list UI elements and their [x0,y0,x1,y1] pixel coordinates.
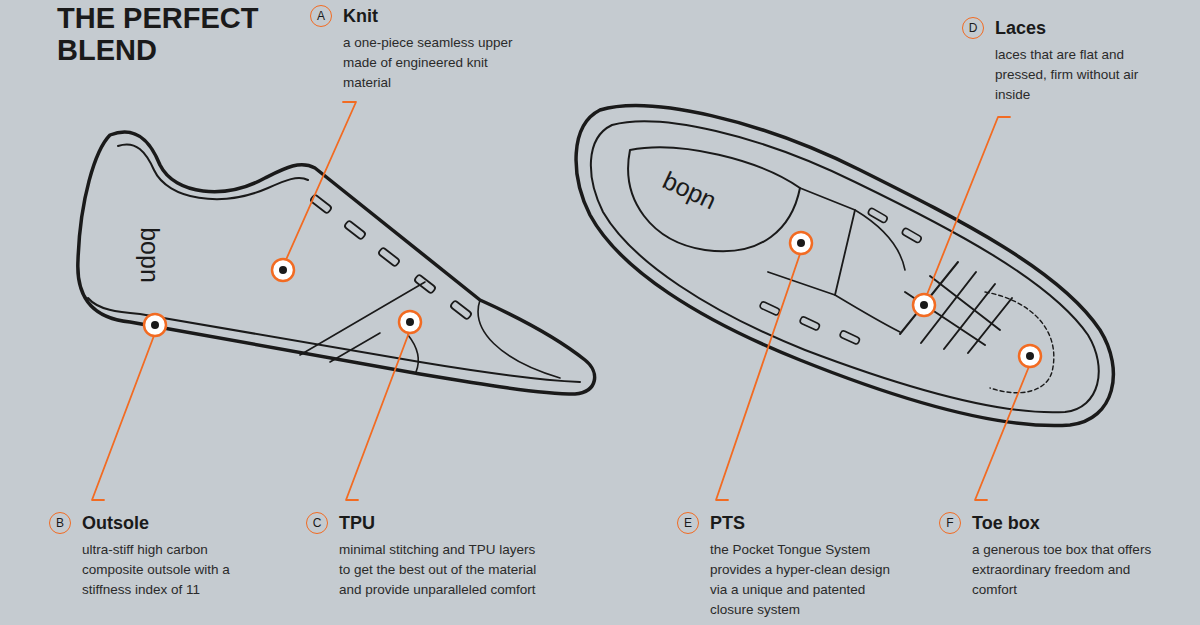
callout-letter: E [677,512,699,534]
callout-letter: F [939,512,961,534]
marker-dot [144,232,1041,367]
callout-text: a one-piece seamless upper made of engin… [343,33,528,93]
diagram-title: THE PERFECT BLEND [57,2,297,66]
callout-heading: PTS [710,511,745,535]
callout-letter: B [49,512,71,534]
callout-letter: D [962,17,984,39]
callout-heading: Outsole [82,511,149,535]
brand-logo: bopn [136,227,164,283]
callout-letter: C [306,512,328,534]
callout-letter: A [310,5,332,27]
brand-logo: bopn [659,166,721,215]
callout-text: laces that are flat and pressed, firm wi… [995,45,1165,105]
callout-heading: Knit [343,4,378,28]
callout-heading: Laces [995,16,1046,40]
callout-text: minimal stitching and TPU layers to get … [339,540,544,600]
leader-line [92,102,1030,500]
callout-text: ultra-stiff high carbon composite outsol… [82,540,262,600]
callout-text: a generous toe box that offers extraordi… [972,540,1157,600]
callout-text: the Pocket Tongue System provides a hype… [710,540,900,620]
callout-heading: Toe box [972,511,1040,535]
callout-heading: TPU [339,511,375,535]
